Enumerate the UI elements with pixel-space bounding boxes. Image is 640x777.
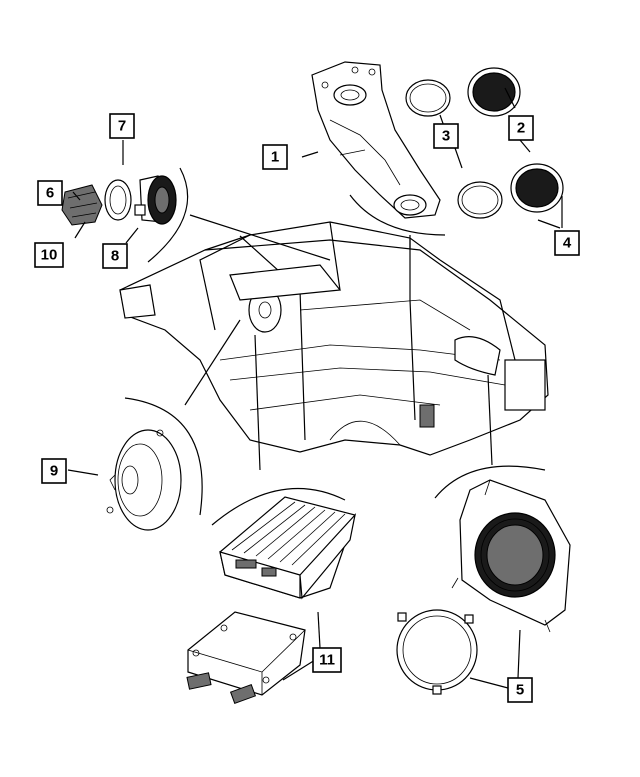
subwoofer-trim-ring (396, 609, 478, 695)
trim-ring-lower (457, 181, 503, 219)
callout-10-label: 10 (41, 247, 58, 264)
tweeter-bracket-arc (147, 167, 189, 263)
callout-5: 5 (507, 677, 533, 703)
callout-4: 4 (554, 230, 580, 256)
amplifier-leader (254, 334, 261, 471)
callout-6-label: 6 (46, 185, 54, 202)
door-speaker (106, 429, 182, 531)
callout-11-label: 11 (319, 652, 335, 669)
leader-lines (67, 87, 563, 689)
callout-2-label: 2 (517, 120, 525, 137)
amplifier-bracket-arc (211, 487, 346, 526)
callout-3-label: 3 (442, 128, 450, 145)
callout-5-label: 5 (516, 682, 524, 699)
tweeter-assembly (61, 175, 177, 226)
callout-6: 6 (37, 180, 63, 206)
amplifier (219, 496, 357, 600)
callout-8-label: 8 (111, 248, 119, 265)
callout-1-label: 1 (271, 149, 279, 166)
speaker-lower (510, 163, 564, 213)
callout-1: 1 (262, 144, 288, 170)
callout-9-label: 9 (50, 463, 58, 480)
callout-11: 11 (312, 647, 342, 673)
callout-3: 3 (433, 123, 459, 149)
sound-bar-bracket-arc (349, 194, 446, 236)
subwoofer-leader (487, 374, 493, 466)
sound-bar-part (311, 61, 441, 219)
callout-7: 7 (109, 113, 135, 139)
tweeter-leader (189, 214, 331, 261)
speaker-upper (467, 67, 521, 117)
subwoofer-enclosure (451, 479, 571, 633)
callout-9: 9 (41, 458, 67, 484)
trim-ring-upper (405, 79, 451, 117)
door-speaker-bracket-arc (124, 397, 203, 516)
door-speaker-leader (184, 319, 241, 406)
control-module (186, 611, 306, 705)
callout-8: 8 (102, 243, 128, 269)
callout-10: 10 (34, 242, 64, 268)
callout-7-label: 7 (118, 118, 126, 135)
callout-2: 2 (508, 115, 534, 141)
callout-4-label: 4 (563, 235, 572, 252)
vehicle-body (119, 221, 549, 456)
subwoofer-bracket-arc (434, 465, 546, 499)
